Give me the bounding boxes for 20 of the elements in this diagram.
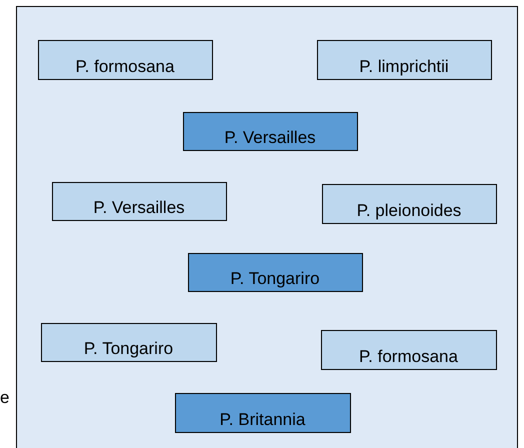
name-box <box>52 182 226 220</box>
panel-background <box>16 6 518 448</box>
species-name: P. Tongariro <box>229 268 321 288</box>
species-name: P. Britannia <box>218 410 306 430</box>
species-name: P. Tongariro <box>82 338 174 358</box>
species-name: P. Versailles <box>92 198 186 218</box>
name-box <box>38 40 212 80</box>
name-box <box>316 40 492 80</box>
highlighted-name-box <box>174 392 350 432</box>
species-name: P. limprichtii <box>358 56 450 76</box>
name-box <box>322 184 496 224</box>
species-name: P. Versailles <box>223 128 317 148</box>
species-name: P. pleionoides <box>356 200 462 220</box>
name-box <box>40 322 216 362</box>
text-fragment: e <box>0 388 10 408</box>
highlighted-name-box <box>188 252 362 292</box>
species-name: P. formosana <box>74 56 176 76</box>
highlighted-name-box <box>182 112 358 150</box>
species-name: P. formosana <box>358 346 459 366</box>
name-box <box>320 330 496 370</box>
